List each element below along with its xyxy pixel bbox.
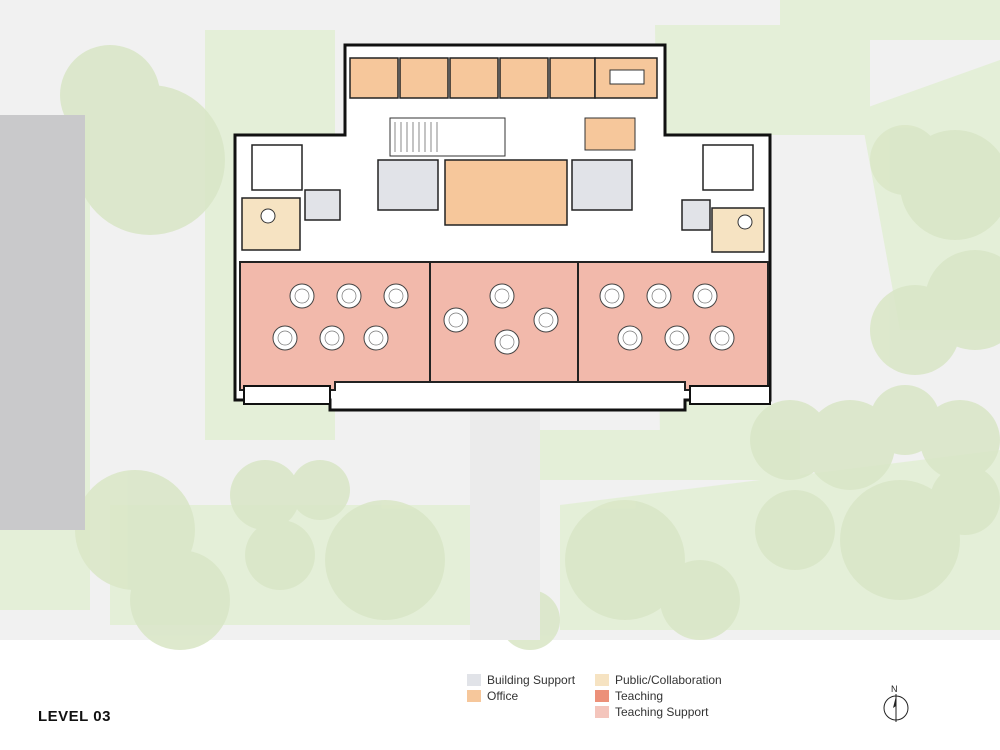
round-table-top (294, 288, 310, 304)
round-table-icon (494, 329, 520, 355)
stair-core (389, 117, 506, 157)
round-table-top (368, 330, 384, 346)
round-table-icon (709, 325, 735, 351)
public-collab-rooms (241, 197, 765, 253)
round-table-icon (319, 325, 345, 351)
round-table-top (604, 288, 620, 304)
round-table-icon (489, 283, 515, 309)
level-title: LEVEL 03 (38, 708, 111, 725)
entry-walk (470, 390, 540, 640)
round-table-icon (664, 325, 690, 351)
round-table-top (494, 288, 510, 304)
small-meeting-room (584, 117, 636, 151)
round-tables (272, 283, 735, 355)
corner-bays (243, 385, 771, 405)
north-label: N (891, 684, 898, 694)
conference-table (609, 69, 645, 85)
stair-towers (251, 144, 754, 191)
teaching-rooms (239, 261, 769, 391)
round-table-icon (336, 283, 362, 309)
office-row (349, 57, 658, 99)
neighbor-building (0, 115, 85, 530)
round-table-top (538, 312, 554, 328)
round-table-icon (692, 283, 718, 309)
core-rooms (304, 159, 711, 231)
round-table-icon (383, 283, 409, 309)
round-table-icon (363, 325, 389, 351)
round-table-top (714, 330, 730, 346)
round-table-top (341, 288, 357, 304)
lounge-tables (260, 208, 753, 230)
round-table-top (697, 288, 713, 304)
round-table-top (651, 288, 667, 304)
round-table-top (324, 330, 340, 346)
round-table-top (277, 330, 293, 346)
round-table-icon (443, 307, 469, 333)
round-table-top (448, 312, 464, 328)
round-table-icon (533, 307, 559, 333)
round-table-icon (599, 283, 625, 309)
round-table-top (499, 334, 515, 350)
round-table-icon (617, 325, 643, 351)
round-table-top (388, 288, 404, 304)
round-table-icon (289, 283, 315, 309)
round-table-icon (646, 283, 672, 309)
north-arrow-icon (883, 694, 909, 722)
round-table-top (622, 330, 638, 346)
stair-icon (394, 122, 438, 152)
round-table-icon (272, 325, 298, 351)
round-table-top (669, 330, 685, 346)
tree-canopies (60, 45, 1000, 650)
